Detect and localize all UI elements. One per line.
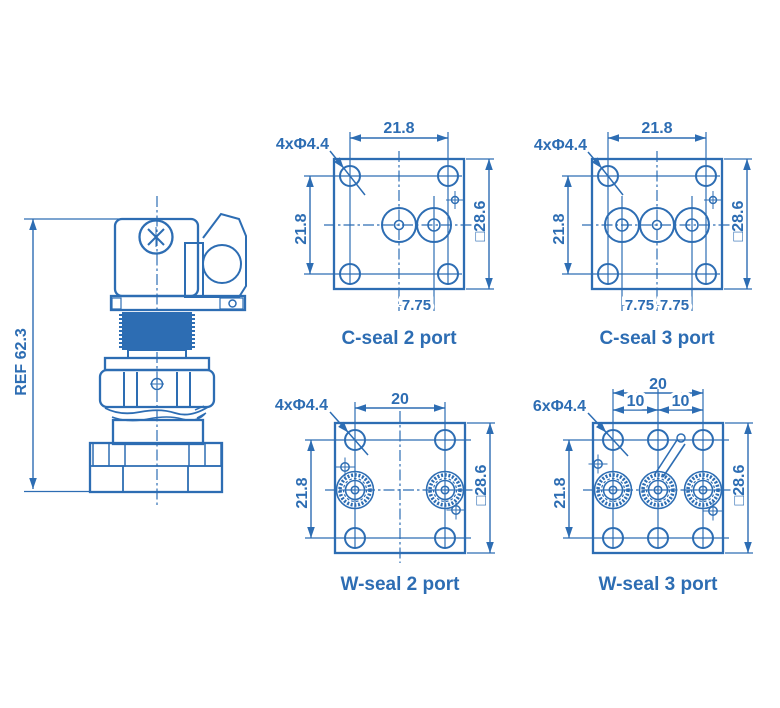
view-title: C-seal 3 port <box>599 328 715 349</box>
dimension-top: 21.8 <box>608 120 706 142</box>
hole-callout: 6xΦ4.4 <box>533 398 629 457</box>
phillips-screw-icon <box>138 219 174 255</box>
view-wseal3: 20 10 10 21.8 □28.6 6xΦ4.4 W-seal 3 port <box>533 376 753 595</box>
dimension-offset: 7.75 <box>398 294 434 318</box>
hole-callout: 4xΦ4.4 <box>534 137 624 196</box>
dim-label: 21.8 <box>293 213 310 244</box>
dimension-top: 20 <box>355 391 445 412</box>
view-cseal2: 21.8 21.8 □28.6 7.75 4xΦ4.4 C-seal 2 por… <box>276 120 494 349</box>
hole-callout-label: 4xΦ4.4 <box>276 136 329 153</box>
dim-label: 20 <box>649 376 667 393</box>
view-title: W-seal 2 port <box>341 574 461 595</box>
wseal-port <box>334 469 376 511</box>
dim-label: 7.75 <box>402 297 431 314</box>
wseal-port <box>592 469 634 511</box>
dim-label: 10 <box>627 393 645 410</box>
dimension-left: 21.8 <box>294 440 315 538</box>
dimension-left: 21.8 <box>552 440 573 538</box>
dim-label: □28.6 <box>472 201 489 242</box>
dim-label: □28.6 <box>730 201 747 242</box>
hole-callout: 4xΦ4.4 <box>276 136 366 196</box>
wseal-port <box>637 469 679 511</box>
dimension-square: □28.6 <box>725 422 753 554</box>
dim-label: □28.6 <box>473 465 490 506</box>
dim-label: 7.75 <box>625 297 654 314</box>
dimension-top-right: 10 <box>658 390 703 414</box>
view-title: C-seal 2 port <box>341 328 457 349</box>
view-title: W-seal 3 port <box>599 574 719 595</box>
dimension-square: □28.6 <box>724 158 752 290</box>
dimension-top-left: 10 <box>613 390 658 414</box>
wseal-port <box>424 469 466 511</box>
hex-nut <box>98 349 216 409</box>
dim-label: 21.8 <box>551 213 568 244</box>
satellite-hole <box>587 453 609 475</box>
pilot-hole <box>703 190 723 210</box>
dimension-offset-right: 7.75 <box>656 294 692 318</box>
dim-label: 21.8 <box>552 477 569 508</box>
threaded-section <box>119 312 195 350</box>
flange <box>109 294 247 312</box>
dim-label: 7.75 <box>660 297 689 314</box>
dim-label: 21.8 <box>641 120 672 137</box>
cable-connector <box>184 212 247 298</box>
funnel-channel <box>654 433 686 478</box>
dimension-offset-left: 7.75 <box>621 294 657 318</box>
ref-dimension-label: REF 62.3 <box>13 328 30 396</box>
dimension-top: 20 <box>613 376 703 397</box>
pilot-hole <box>445 190 465 210</box>
dimension-top: 21.8 <box>350 120 448 142</box>
hole-callout-label: 6xΦ4.4 <box>533 398 586 415</box>
dimension-left: 21.8 <box>551 176 572 274</box>
view-cseal3: 21.8 21.8 □28.6 7.75 7.75 4xΦ4.4 C-seal … <box>534 120 752 349</box>
dimension-left: 21.8 <box>293 176 314 274</box>
dim-label: 20 <box>391 391 409 408</box>
hole-callout-label: 4xΦ4.4 <box>534 137 587 154</box>
dim-label: 21.8 <box>383 120 414 137</box>
valve-body <box>88 418 224 494</box>
view-wseal2: 20 21.8 □28.6 4xΦ4.4 W-seal 2 port <box>275 391 495 595</box>
hole-callout: 4xΦ4.4 <box>275 397 369 456</box>
hole-callout-label: 4xΦ4.4 <box>275 397 328 414</box>
side-view: REF 62.3 <box>13 196 247 508</box>
dim-label: 21.8 <box>294 477 311 508</box>
dim-label: 10 <box>672 393 690 410</box>
wseal-port <box>682 469 724 511</box>
dim-label: □28.6 <box>731 465 748 506</box>
ref-dimension: REF 62.3 <box>13 218 158 493</box>
dimension-square: □28.6 <box>466 158 494 290</box>
dimension-square: □28.6 <box>467 422 495 554</box>
